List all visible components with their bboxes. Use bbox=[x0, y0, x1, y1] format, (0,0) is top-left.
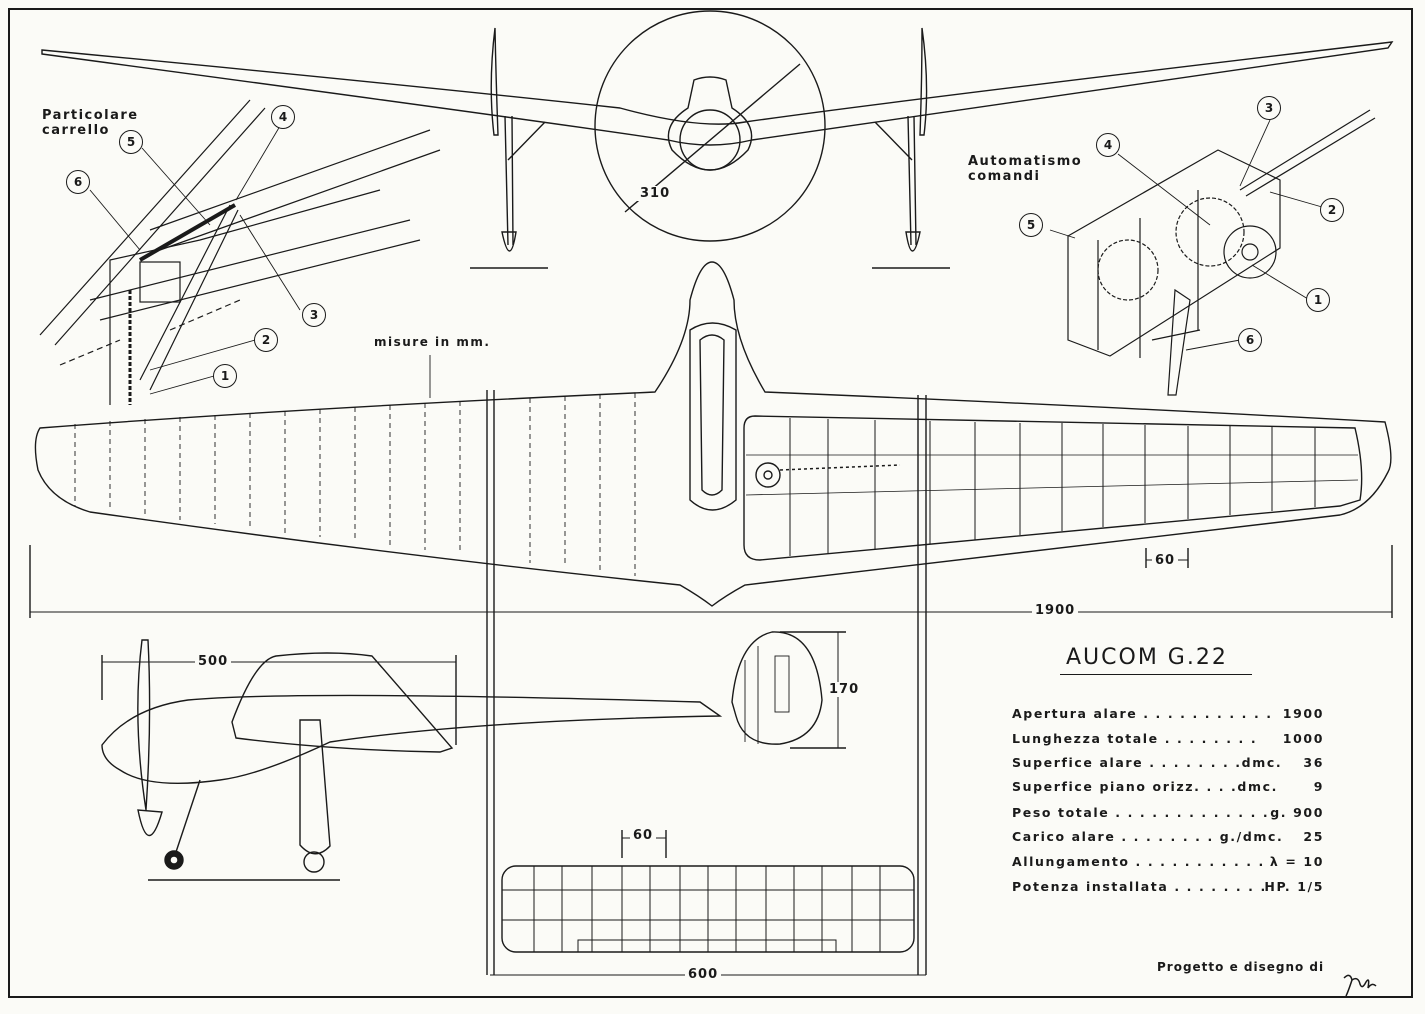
wing-rib-spacing-dim: 60 bbox=[1152, 553, 1179, 568]
gear-callout: 1 bbox=[213, 364, 237, 388]
propeller-side bbox=[137, 639, 151, 811]
spec-value: 1000 bbox=[1282, 731, 1324, 746]
front-fuselage bbox=[667, 76, 753, 171]
spec-label: Peso totale . . . . . . . . . . . . . bbox=[1012, 805, 1270, 820]
wing-planform bbox=[34, 261, 1392, 607]
stab-span-dim: 600 bbox=[685, 967, 722, 982]
right-wheel bbox=[905, 231, 921, 252]
fin bbox=[731, 631, 823, 745]
spec-label: Superfice piano orizz. . . .dmc. bbox=[1012, 779, 1278, 794]
spec-value: 9 bbox=[1313, 779, 1324, 794]
right-gear-leg bbox=[874, 115, 917, 246]
spec-value: λ = 10 bbox=[1269, 854, 1324, 869]
stabilizer-view bbox=[490, 830, 926, 976]
main-gear-side bbox=[299, 719, 331, 855]
nose-gear bbox=[175, 779, 201, 853]
controls-detail bbox=[1049, 109, 1376, 396]
side-view bbox=[101, 631, 846, 881]
left-wheel bbox=[501, 231, 517, 252]
left-gear-leg bbox=[504, 115, 546, 246]
title-underline bbox=[1060, 674, 1252, 675]
spec-label: Allungamento . . . . . . . . . . . bbox=[1012, 854, 1265, 869]
nose-length-dim: 500 bbox=[195, 654, 232, 669]
stab-rib-spacing-dim: 60 bbox=[630, 828, 657, 843]
controls-callout: 6 bbox=[1238, 328, 1262, 352]
aircraft-title: AUCOM G.22 bbox=[1066, 645, 1228, 670]
left-wingtip-fin bbox=[490, 27, 499, 136]
timer-plate-back bbox=[1067, 149, 1281, 357]
spec-label: Superfice alare . . . . . . . .dmc. bbox=[1012, 755, 1283, 770]
wingspan-dim: 1900 bbox=[1032, 603, 1079, 618]
spec-value: 36 bbox=[1303, 755, 1324, 770]
side-fuselage bbox=[101, 694, 723, 785]
gear-callout: 2 bbox=[254, 328, 278, 352]
right-wing-frame bbox=[743, 415, 1363, 561]
gear-callout: 5 bbox=[119, 130, 143, 154]
gear-callout: 3 bbox=[302, 303, 326, 327]
spec-value: 25 bbox=[1303, 829, 1324, 844]
timer-drum bbox=[1223, 225, 1277, 279]
spec-value: HP. 1/5 bbox=[1264, 879, 1324, 894]
spec-label: Potenza installata . . . . . . . . bbox=[1012, 879, 1267, 894]
controls-callout: 3 bbox=[1257, 96, 1281, 120]
gear-callout: 4 bbox=[271, 105, 295, 129]
front-wing bbox=[41, 41, 1394, 146]
propeller-diameter-dim: 310 bbox=[637, 186, 674, 201]
tail-height-dim: 170 bbox=[826, 682, 863, 697]
controls-callout: 2 bbox=[1320, 198, 1344, 222]
gear-callout: 6 bbox=[66, 170, 90, 194]
side-wing bbox=[231, 652, 454, 753]
left-ribs bbox=[74, 393, 636, 576]
spec-value: 1900 bbox=[1282, 706, 1324, 721]
propeller-disc bbox=[594, 10, 826, 242]
controls-callout: 4 bbox=[1096, 133, 1120, 157]
controls-callout: 5 bbox=[1019, 213, 1043, 237]
controls-callout: 1 bbox=[1306, 288, 1330, 312]
canopy bbox=[689, 322, 737, 511]
right-wingtip-fin bbox=[919, 27, 928, 136]
right-ribs bbox=[789, 418, 1316, 556]
design-credit: Progetto e disegno di bbox=[1157, 960, 1325, 974]
gear-detail bbox=[39, 99, 441, 405]
spec-label: Apertura alare . . . . . . . . . . . bbox=[1012, 706, 1273, 721]
timer-disc bbox=[755, 462, 781, 488]
spec-label: Lunghezza totale . . . . . . . . bbox=[1012, 731, 1258, 746]
plan-view bbox=[29, 261, 1393, 975]
units-note: misure in mm. bbox=[374, 335, 491, 349]
front-view bbox=[41, 10, 1394, 269]
spec-value: g. 900 bbox=[1270, 805, 1324, 820]
sheet-border bbox=[8, 8, 1413, 998]
designer-signature bbox=[1343, 974, 1377, 997]
spec-label: Carico alare . . . . . . . . g./dmc. bbox=[1012, 829, 1284, 844]
spinner-front bbox=[679, 109, 741, 171]
